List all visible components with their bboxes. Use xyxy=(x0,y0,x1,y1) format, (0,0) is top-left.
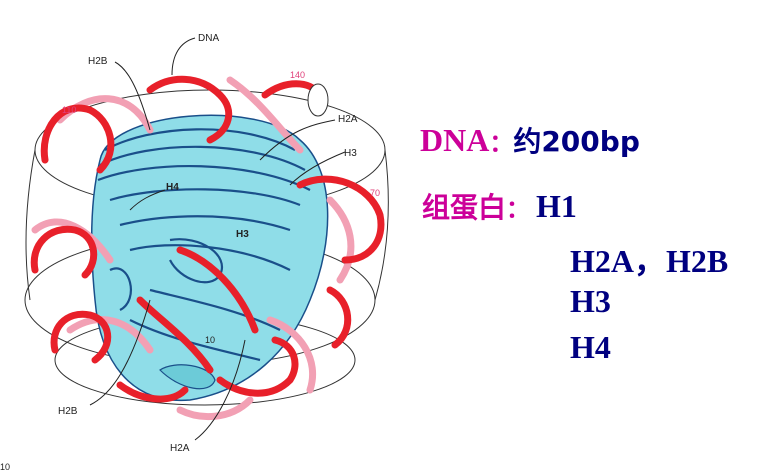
dna-separator: ： xyxy=(489,129,514,157)
position-110: 110 xyxy=(62,105,76,115)
histone-separator: ： xyxy=(506,195,531,223)
histone-h1: H1 xyxy=(536,188,577,224)
position-10: 10 xyxy=(205,335,215,345)
leader-lines xyxy=(89,37,346,441)
histone-h3: H3 xyxy=(570,283,611,319)
position-70: 70 xyxy=(370,188,380,198)
label-h2a-top: H2A xyxy=(338,114,358,125)
histone-h2a-h2b: H2A，H2B xyxy=(570,243,729,279)
position-140: 140 xyxy=(290,70,305,80)
label-h2b-bottom: H2B xyxy=(58,406,78,417)
dna-value: 约200bp xyxy=(513,125,640,158)
corner-number: 10 xyxy=(0,462,10,471)
dna-ribbon xyxy=(30,75,385,421)
histone-h4: H4 xyxy=(570,329,611,365)
histone-core xyxy=(90,114,329,402)
label-dna: DNA xyxy=(198,33,219,44)
dna-length-line: DNA：约200bp xyxy=(420,120,640,160)
label-h2b-top: H2B xyxy=(88,56,108,67)
nucleosome-diagram: DNA H2B H2A H3 H4 H3 H2B H2A 140 110 70 … xyxy=(0,33,389,471)
label-h3-center: H3 xyxy=(236,229,249,240)
dna-label: DNA xyxy=(420,122,490,158)
histone-line: 组蛋白：H1 xyxy=(422,186,577,226)
label-h4: H4 xyxy=(166,182,179,193)
label-h2a-bottom: H2A xyxy=(170,443,190,454)
label-h3-top: H3 xyxy=(344,148,357,159)
histone-label: 组蛋白 xyxy=(422,191,507,224)
